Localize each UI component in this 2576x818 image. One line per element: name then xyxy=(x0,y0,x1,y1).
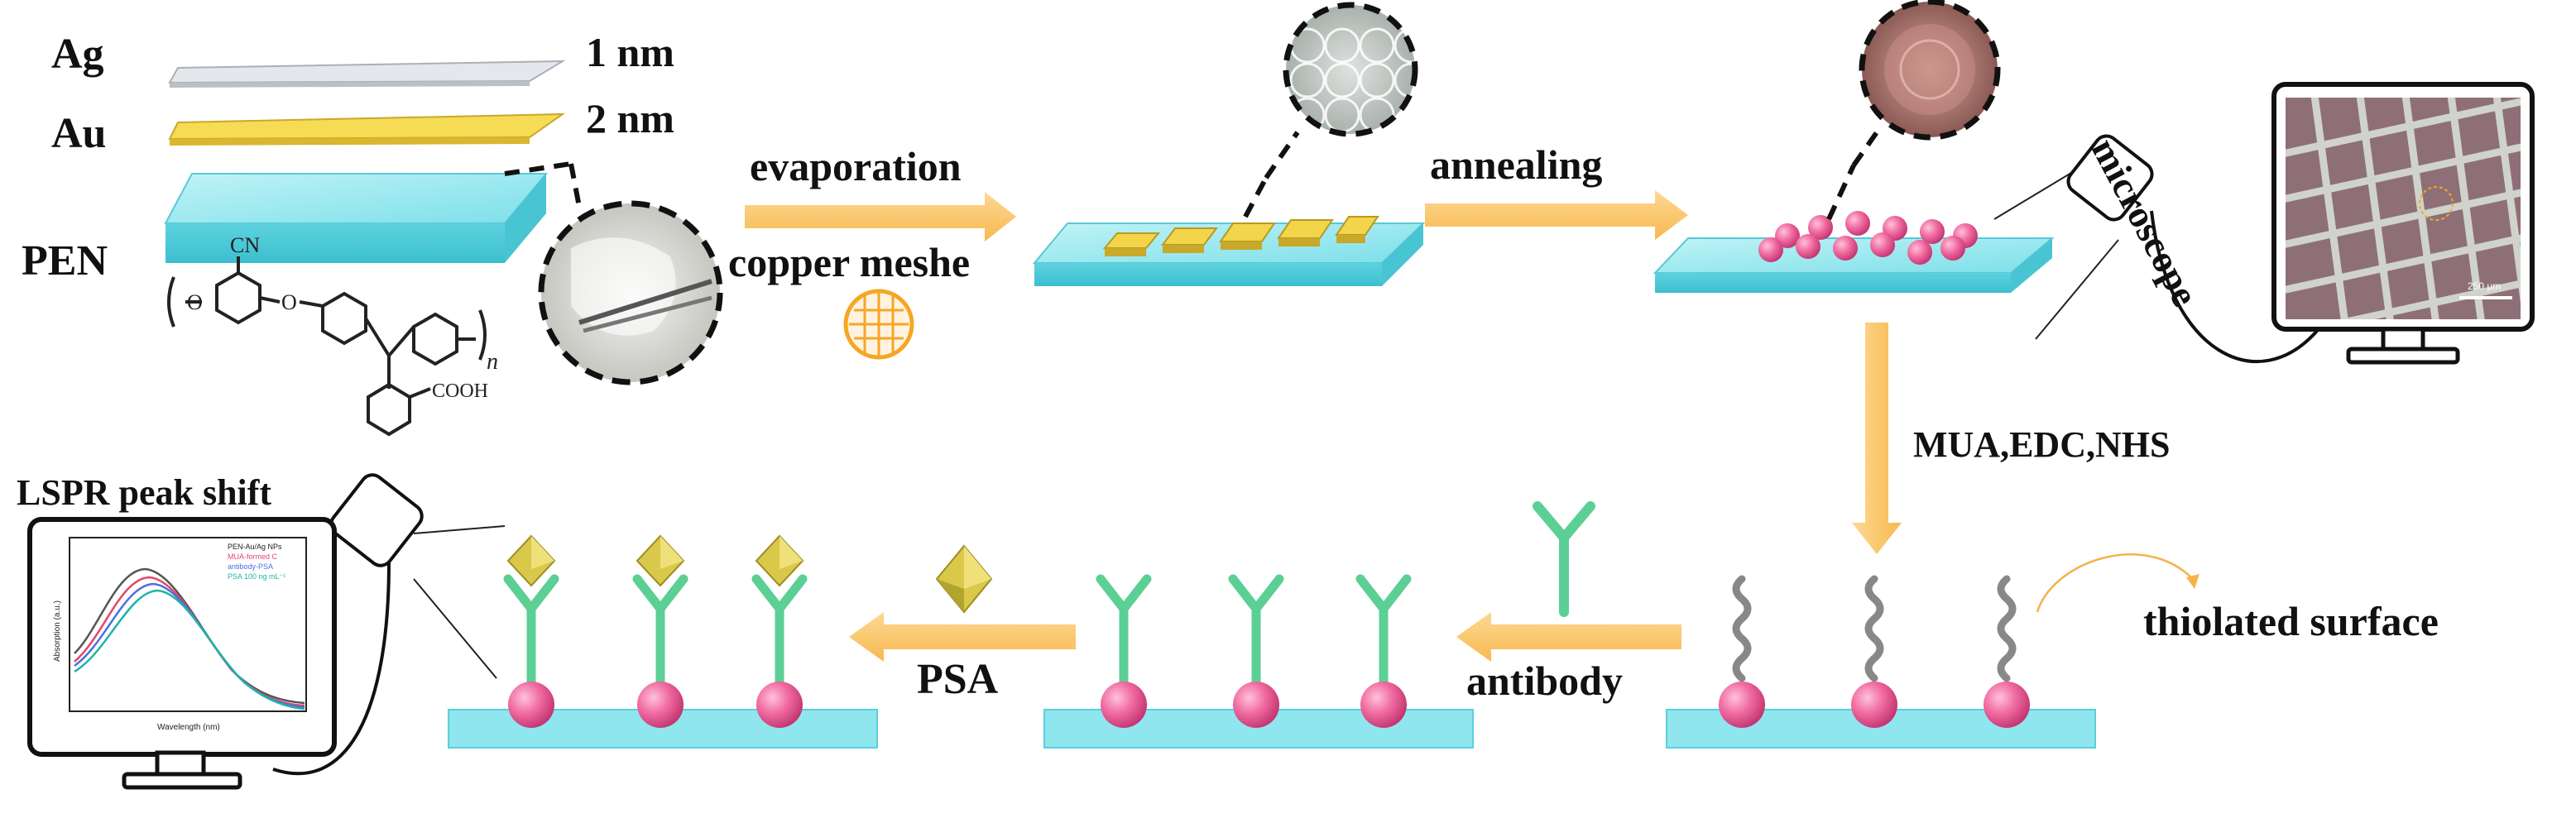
au-label: Au xyxy=(51,110,107,157)
mua-arrow xyxy=(1852,323,1902,554)
psa-octahedron-icon xyxy=(935,544,993,614)
pen-label: PEN xyxy=(22,237,108,285)
bound-antibodies xyxy=(1096,574,1412,688)
curved-arrow-icon xyxy=(2036,553,2194,613)
spectrum-legend-4: PSA 100 ng mL⁻¹ xyxy=(228,572,285,581)
ag-layer xyxy=(168,60,566,88)
microscope-scale-bar-label: 250 μm xyxy=(2468,280,2501,292)
copper-mesh-icon xyxy=(843,289,914,360)
antibody-label: antibody xyxy=(1466,658,1623,704)
spectrum-legend-2: MUA-formed C xyxy=(228,553,278,561)
ag-label: Ag xyxy=(51,31,104,78)
pen-chemical-structure: O O xyxy=(167,256,487,437)
au-thickness-label: 2 nm xyxy=(586,95,674,141)
ag-thickness-label: 1 nm xyxy=(586,29,674,75)
spectrum-y-label: Absorption (a.u.) xyxy=(53,600,62,662)
microscope-cable xyxy=(2150,210,2319,363)
psa-label: PSA xyxy=(917,656,999,703)
pen-cooh-label: COOH xyxy=(432,380,488,402)
thiolated-nanoparticles xyxy=(1719,682,2030,728)
evaporation-label: evaporation xyxy=(750,143,962,189)
antibody-arrow xyxy=(1456,612,1681,662)
spectrum-legend-3: antibody-PSA xyxy=(228,562,273,571)
psa-arrow xyxy=(849,612,1076,662)
curved-arrow-head xyxy=(2186,574,2199,589)
annealing-label: annealing xyxy=(1430,141,1603,188)
lspr-label: LSPR peak shift xyxy=(17,472,272,513)
antibody-nanoparticles xyxy=(1101,682,1407,728)
mesh-photo xyxy=(1243,2,1418,218)
psa-nanoparticles xyxy=(508,682,803,728)
antibody-icon xyxy=(1533,501,1595,617)
pen-n-subscript: n xyxy=(487,349,498,375)
spectrum-legend-1: PEN-Au/Ag NPs xyxy=(228,543,282,551)
annealed-nanoparticles xyxy=(1758,211,1978,265)
meshed-substrate xyxy=(1032,216,1426,286)
evaporation-arrow xyxy=(745,192,1016,242)
svg-text:O: O xyxy=(187,290,203,314)
copper-mesh-label: copper meshe xyxy=(728,239,971,285)
pen-film-photo xyxy=(504,161,723,385)
microscope-icon xyxy=(1993,134,2154,340)
thiolated-surface-label: thiolated surface xyxy=(2143,598,2439,644)
bound-psa xyxy=(506,534,804,587)
psa-bound-antibodies xyxy=(503,574,808,688)
annealed-photo xyxy=(1826,0,2001,221)
mua-label: MUA,EDC,NHS xyxy=(1913,424,2171,465)
spectrum-monitor xyxy=(27,517,337,790)
svg-text:O: O xyxy=(281,290,297,314)
pen-cn-label: CN xyxy=(230,233,260,257)
annealing-arrow xyxy=(1425,190,1688,240)
spectrum-x-label: Wavelength (nm) xyxy=(157,723,220,732)
thiol-chains xyxy=(1732,575,2017,682)
au-layer xyxy=(168,112,566,146)
detector-icon xyxy=(272,473,506,776)
monitor-icon xyxy=(2271,82,2535,365)
pen-substrate xyxy=(164,173,549,263)
